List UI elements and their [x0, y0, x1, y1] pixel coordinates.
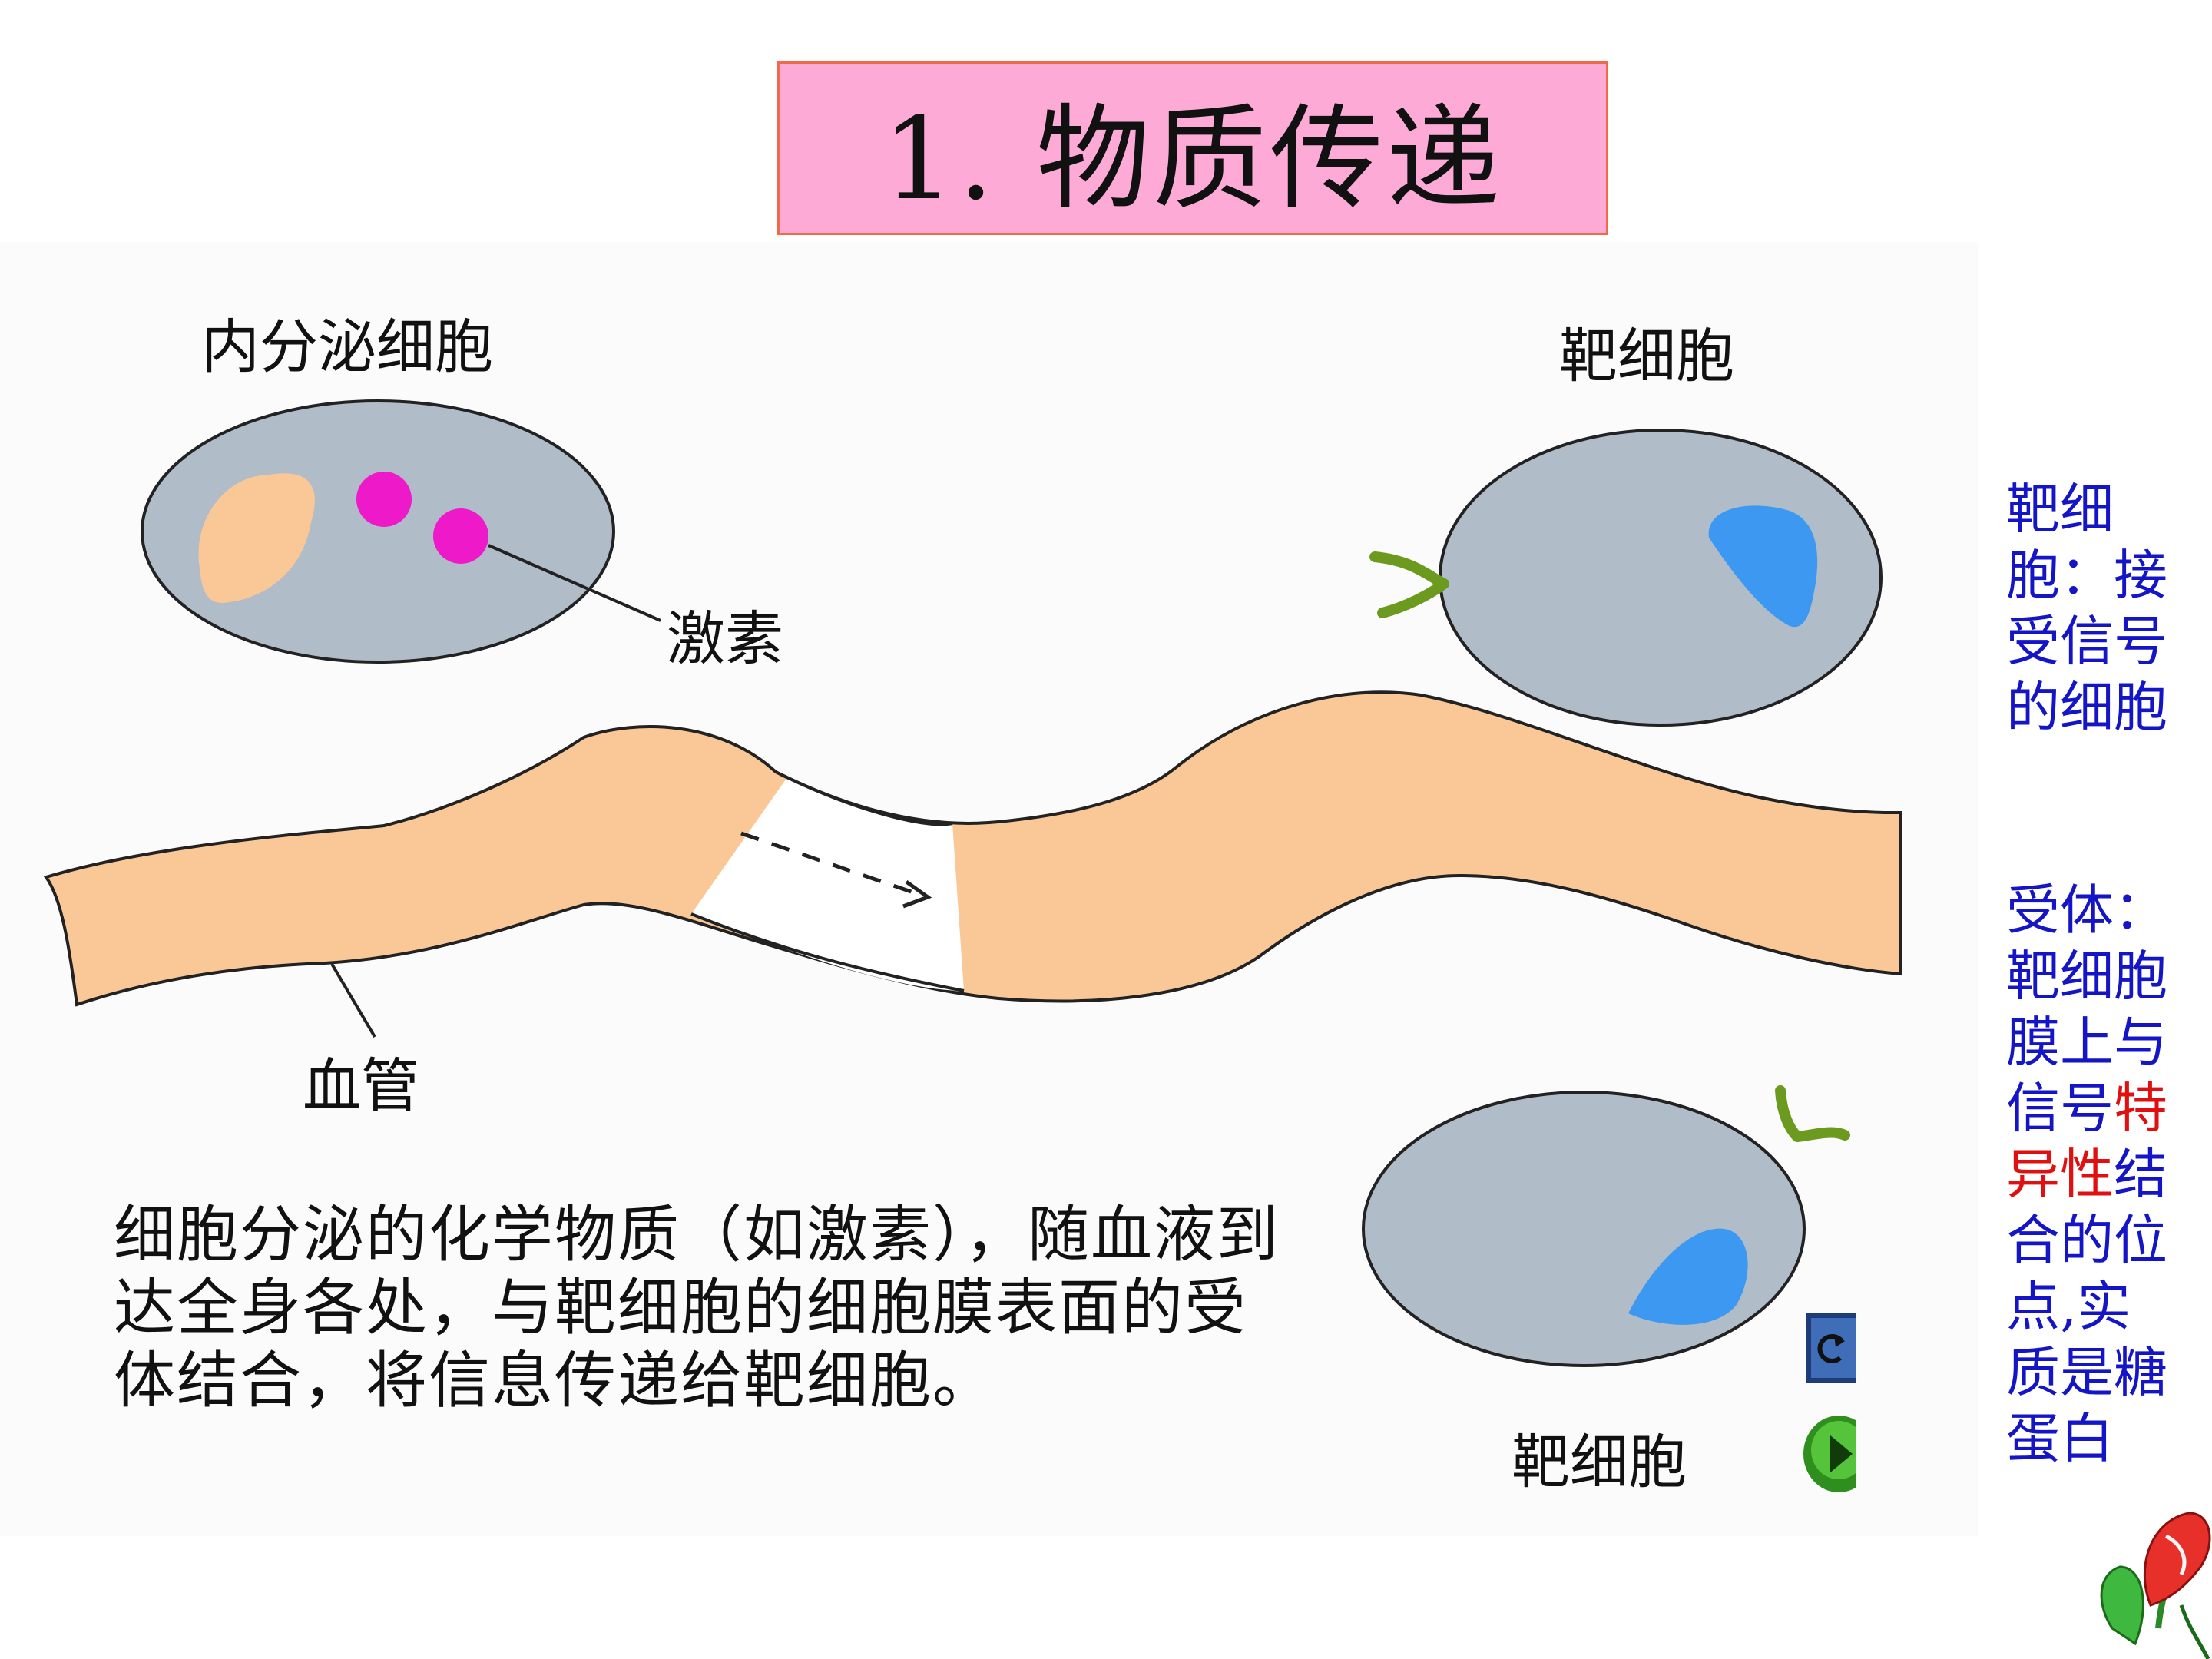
target-cell-bottom [1362, 1091, 1806, 1367]
target-cell-top-label: 靶细胞 [1559, 322, 1734, 390]
target-nucleus-top [1708, 505, 1818, 628]
receptor-icon [1369, 551, 1449, 618]
diagram-caption: 细胞分泌的化学物质（如激素），随血液到达全身各处，与靶细胞的细胞膜表面的受体结合… [114, 1199, 1280, 1416]
endocrine-cell [141, 399, 615, 664]
blood-vessel-label: 血管 [303, 1051, 419, 1120]
hormone-dot [433, 508, 488, 564]
hormone-label: 激素 [667, 604, 783, 673]
slide-title: 1. 物质传递 [777, 61, 1608, 235]
specificity-highlight: 特异性 [2006, 1077, 2167, 1206]
blood-vessel [43, 690, 1902, 1007]
play-icon[interactable] [1802, 1412, 1856, 1496]
target-nucleus-bottom [1628, 1228, 1748, 1325]
replay-icon[interactable] [1806, 1313, 1856, 1382]
receptor-note: 受体：靶细胞膜上与信号特异性结合的位点,实质是糖蛋白 [2006, 879, 2167, 1470]
endocrine-cell-label: 内分泌细胞 [201, 313, 493, 381]
flower-icon [2100, 1512, 2211, 1659]
target-cell-bottom-label: 靶细胞 [1512, 1428, 1687, 1496]
hormone-dot [356, 472, 412, 527]
endocrine-nucleus [198, 473, 315, 603]
receptor-icon [1775, 1085, 1850, 1142]
target-cell-note: 靶细胞：接受信号的细胞 [2006, 478, 2167, 739]
